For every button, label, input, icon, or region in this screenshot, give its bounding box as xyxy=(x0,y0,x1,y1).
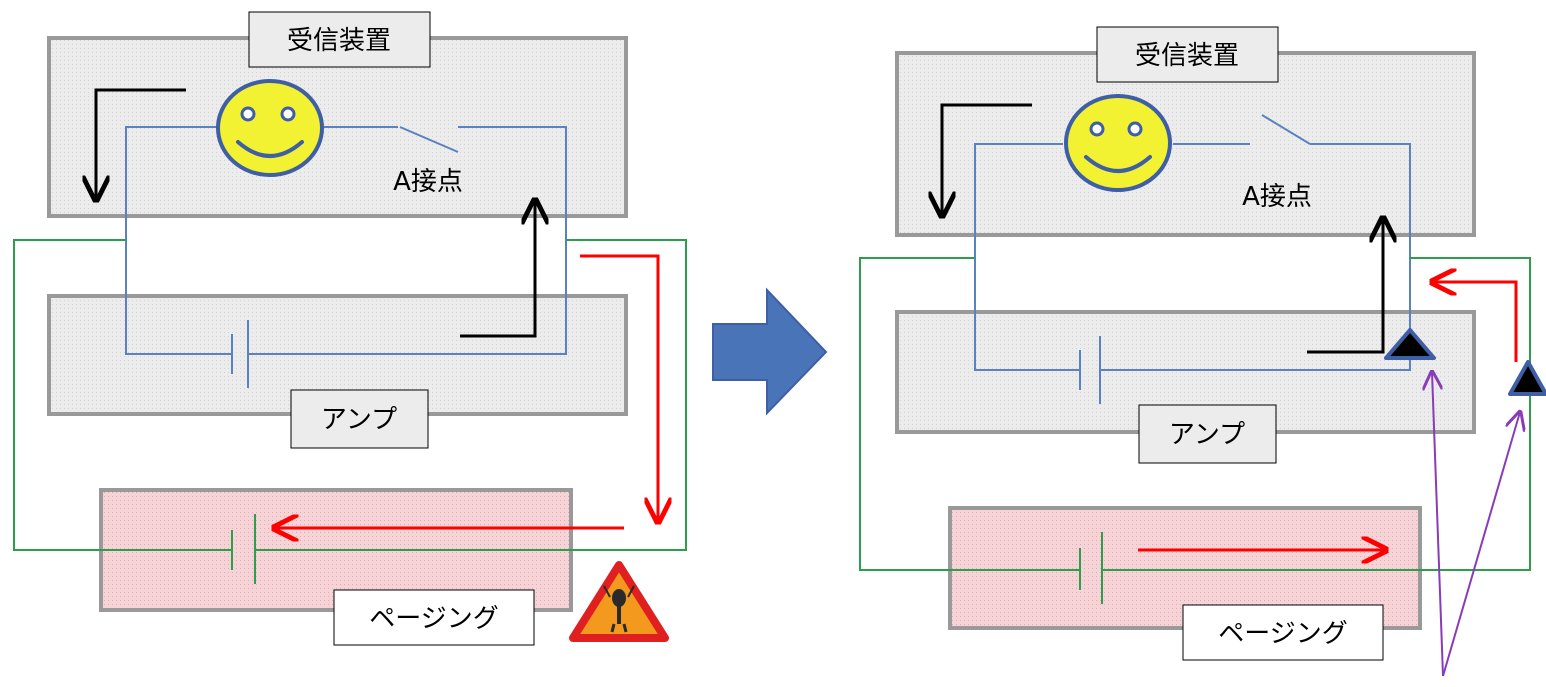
amp-label: アンプ xyxy=(321,405,397,435)
right-arrow-icon xyxy=(712,287,828,416)
contact-label: A接点 xyxy=(393,167,463,197)
green-circuit xyxy=(13,239,687,584)
current-arrow-black-right xyxy=(460,200,535,338)
amp-label-right: アンプ xyxy=(1169,420,1245,450)
receiver-label-right: 受信装置 xyxy=(1135,41,1239,71)
left-diagram: 受信装置 A接点 アンプ ページング xyxy=(13,11,687,646)
paging-label: ページング xyxy=(369,604,498,634)
paging-label-right: ページング xyxy=(1218,619,1347,649)
current-arrow-red-down xyxy=(580,254,658,522)
receiver-label: 受信装置 xyxy=(287,26,391,56)
diode-triangle-icon-amp xyxy=(1384,328,1436,360)
current-arrow-black-right-right xyxy=(1307,218,1383,354)
current-arrow-black-left-right xyxy=(942,103,1032,216)
current-arrow-red-up xyxy=(1432,282,1518,362)
warning-alien-icon xyxy=(569,561,669,642)
green-circuit-right xyxy=(859,257,1531,604)
contact-label-right: A接点 xyxy=(1242,182,1312,212)
right-diagram: 受信装置 A接点 アンプ ページング xyxy=(859,26,1546,677)
smiley-face-icon-right xyxy=(1064,94,1172,192)
pointer-line-amp-diode xyxy=(1432,372,1444,677)
diode-triangle-icon-paging xyxy=(1508,360,1546,396)
pointer-line-paging-diode xyxy=(1442,412,1520,677)
current-arrow-black-left xyxy=(96,88,186,200)
smiley-face-icon xyxy=(216,79,324,177)
